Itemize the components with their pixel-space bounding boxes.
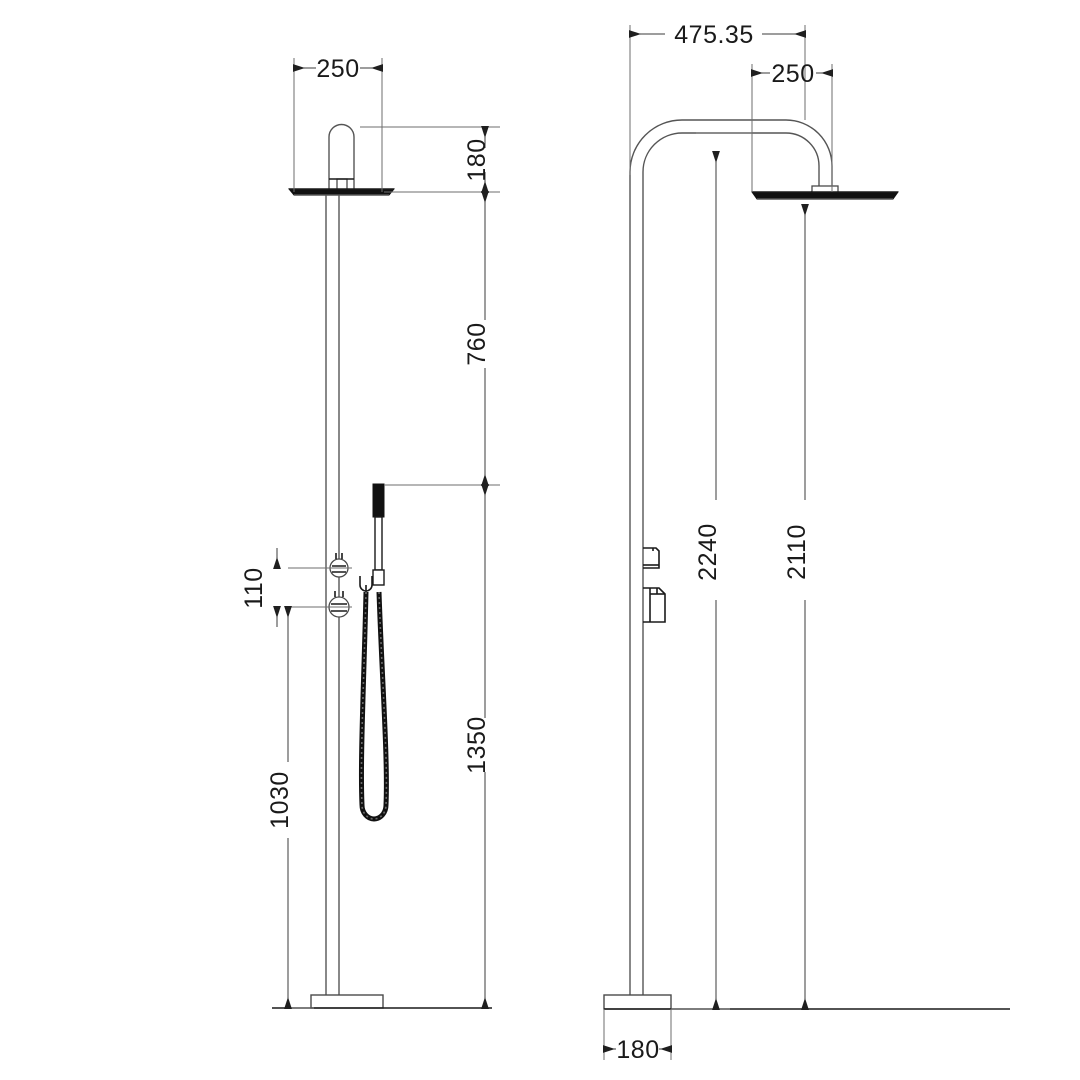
dim-side-2110: 2110	[783, 204, 811, 1010]
dim-front-110: 110	[240, 548, 352, 627]
dim-label-front-760: 760	[463, 322, 491, 365]
dim-side-2240: 2240	[671, 132, 752, 1010]
dim-front-1350: 1350	[463, 484, 491, 1009]
side-gooseneck-arm	[629, 119, 833, 200]
dim-side-head-width-250: 250	[751, 60, 833, 192]
dim-label-side-2240: 2240	[694, 523, 722, 581]
dim-label-front-1030: 1030	[266, 771, 294, 829]
front-base-plate	[272, 994, 492, 1009]
dim-label-side-reach: 475.35	[674, 21, 753, 49]
dim-front-head-width-250: 250	[293, 55, 383, 192]
dim-label-front-1350: 1350	[463, 716, 491, 774]
side-upper-control-knob[interactable]	[643, 547, 660, 569]
dim-label-front-110: 110	[240, 567, 268, 608]
dim-side-base-width-180: 180	[603, 1009, 672, 1064]
front-hand-shower-hose	[358, 591, 389, 822]
dim-front-1030: 1030	[266, 606, 314, 1009]
dim-side-reach-475: 475.35	[629, 21, 806, 175]
dim-label-side-2110: 2110	[783, 524, 811, 580]
dim-label-side-base-width: 180	[616, 1036, 659, 1064]
dim-label-front-head-width: 250	[316, 55, 359, 83]
dim-label-side-head-width: 250	[771, 60, 814, 88]
side-riser-column	[629, 200, 644, 995]
side-lower-control-knob[interactable]	[643, 587, 666, 623]
front-riser-column	[325, 195, 340, 995]
side-base-plate	[603, 994, 1010, 1010]
dim-front-760: 760	[384, 191, 500, 486]
front-hand-shower-wand	[372, 483, 385, 586]
front-shower-head-body	[328, 123, 355, 191]
front-shower-head-plate	[287, 188, 396, 196]
side-shower-head-plate	[751, 191, 899, 200]
front-view-geometry	[272, 123, 492, 1009]
dim-label-front-head-height: 180	[463, 138, 491, 181]
dim-front-head-height-180: 180	[360, 126, 500, 193]
side-view-geometry	[603, 119, 1010, 1010]
